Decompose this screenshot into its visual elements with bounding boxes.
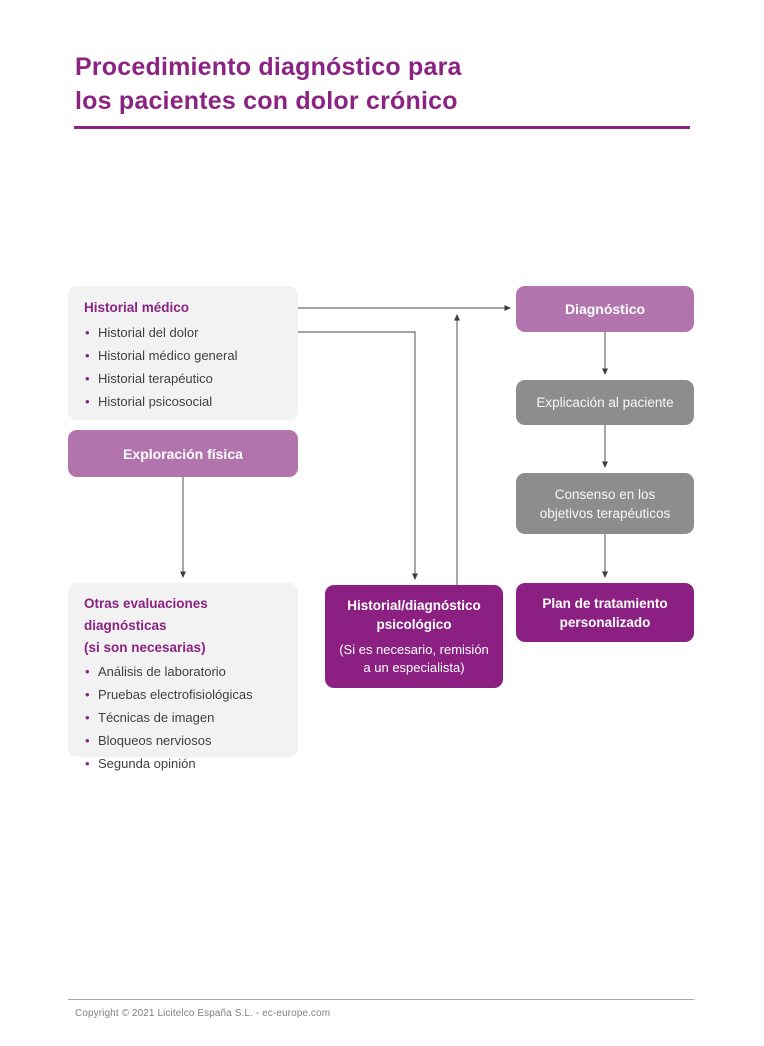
list-item: Historial terapéutico xyxy=(84,367,282,390)
box-historial-psicologico: Historial/diagnóstico psicológico (Si es… xyxy=(325,585,503,688)
footer-copyright: Copyright © 2021 Licitelco España S.L. -… xyxy=(75,1008,331,1019)
psicologico-heading: Historial/diagnóstico psicológico xyxy=(347,598,481,632)
page-title-line1: Procedimiento diagnóstico para xyxy=(75,53,462,81)
box-diagnostico: Diagnóstico xyxy=(516,286,694,332)
otras-evaluaciones-list: Análisis de laboratorio Pruebas electrof… xyxy=(84,660,282,775)
list-item: Historial médico general xyxy=(84,344,282,367)
otras-evaluaciones-heading: Otras evaluaciones diagnósticas (si son n… xyxy=(84,593,282,659)
historial-medico-heading: Historial médico xyxy=(84,300,190,315)
list-item: Historial psicosocial xyxy=(84,390,282,413)
exploracion-fisica-label: Exploración física xyxy=(123,445,243,462)
diagnostico-label: Diagnóstico xyxy=(564,301,646,317)
title-underline xyxy=(74,126,690,129)
explicacion-paciente-label: Explicación al paciente xyxy=(536,395,674,410)
list-item: Técnicas de imagen xyxy=(84,706,282,729)
page-title-line2: los pacientes con dolor crónico xyxy=(75,87,458,115)
plan-label: Plan de tratamiento personalizado xyxy=(542,595,668,630)
footer-divider xyxy=(68,999,694,1000)
box-historial-medico: Historial médico Historial del dolor His… xyxy=(68,286,298,420)
otras-heading-line1: Otras evaluaciones diagnósticas xyxy=(84,596,208,633)
box-plan-tratamiento: Plan de tratamiento personalizado xyxy=(516,583,694,642)
box-otras-evaluaciones: Otras evaluaciones diagnósticas (si son n… xyxy=(68,583,298,775)
box-explicacion-paciente: Explicación al paciente xyxy=(516,380,694,425)
list-item: Historial del dolor xyxy=(84,321,282,344)
arrow-historial-to-psicologico xyxy=(298,331,418,580)
list-item: Segunda opinión xyxy=(84,752,282,775)
box-exploracion-fisica: Exploración física xyxy=(68,430,298,477)
list-item: Bloqueos nerviosos xyxy=(84,729,282,752)
psicologico-subtext: (Si es necesario, remisión a un especial… xyxy=(339,642,489,675)
box-consenso-objetivos: Consenso en los objetivos terapéuticos xyxy=(516,473,694,534)
page-title: Procedimiento diagnóstico para los pacien… xyxy=(75,50,695,118)
consenso-label: Consenso en los objetivos terapéuticos xyxy=(539,486,671,521)
historial-medico-list: Historial del dolor Historial médico gen… xyxy=(84,321,282,413)
list-item: Pruebas electrofisiológicas xyxy=(84,683,282,706)
otras-heading-line2: (si son necesarias) xyxy=(84,640,206,655)
list-item: Análisis de laboratorio xyxy=(84,660,282,683)
